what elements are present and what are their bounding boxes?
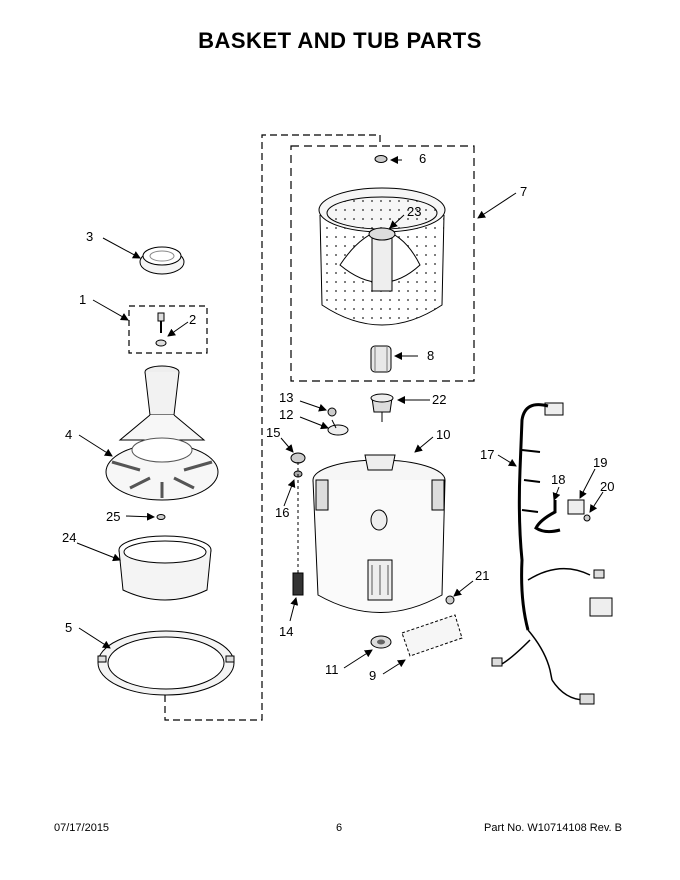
callout-12: 12 bbox=[279, 407, 293, 422]
wire-harness bbox=[491, 402, 613, 705]
callout-18: 18 bbox=[551, 472, 565, 487]
callout-13: 13 bbox=[279, 390, 293, 405]
footer-page-number: 6 bbox=[336, 822, 343, 834]
callout-19: 19 bbox=[593, 455, 607, 470]
pressure-valve bbox=[290, 452, 306, 575]
callout-14: 14 bbox=[279, 624, 293, 639]
footer-part-number: Part No. W10714108 Rev. B bbox=[484, 822, 622, 834]
callout-21: 21 bbox=[475, 568, 489, 583]
tub-seal bbox=[370, 635, 392, 649]
bolt-washer-dashed-box bbox=[128, 305, 208, 354]
callout-16: 16 bbox=[275, 505, 289, 520]
callout-6: 6 bbox=[419, 151, 426, 166]
agitator-cap bbox=[139, 246, 185, 275]
outer-tub bbox=[312, 454, 446, 613]
callout-4: 4 bbox=[65, 427, 72, 442]
callout-11: 11 bbox=[325, 662, 339, 677]
balance-ring bbox=[118, 535, 212, 601]
footer-date: 07/17/2015 bbox=[54, 822, 110, 834]
wash-basket bbox=[318, 187, 446, 326]
basket-nut-seal bbox=[374, 155, 388, 163]
callout-1: 1 bbox=[79, 292, 86, 307]
suspension-spring bbox=[292, 572, 304, 596]
callout-8: 8 bbox=[427, 348, 434, 363]
pressure-sensor bbox=[567, 499, 585, 515]
callout-arrows bbox=[76, 156, 604, 675]
callout-24: 24 bbox=[62, 530, 76, 545]
tub-seal-screw bbox=[327, 407, 337, 417]
drive-hub bbox=[370, 393, 394, 422]
callout-17: 17 bbox=[480, 447, 494, 462]
impeller bbox=[105, 365, 219, 501]
callout-20: 20 bbox=[600, 479, 614, 494]
page-title: BASKET AND TUB PARTS bbox=[198, 28, 482, 53]
sensor-screw bbox=[583, 514, 591, 522]
impeller-screw bbox=[156, 514, 166, 520]
basket-assembly-dashed-box bbox=[290, 145, 475, 382]
callout-3: 3 bbox=[86, 229, 93, 244]
callout-22: 22 bbox=[432, 392, 446, 407]
callout-9: 9 bbox=[369, 668, 376, 683]
callout-5: 5 bbox=[65, 620, 72, 635]
callout-7: 7 bbox=[520, 184, 527, 199]
heat-shield-plate bbox=[401, 614, 463, 657]
pressure-hose bbox=[534, 500, 561, 534]
callout-15: 15 bbox=[266, 425, 280, 440]
callout-2: 2 bbox=[189, 312, 196, 327]
tub-screw bbox=[445, 595, 455, 605]
tub-ring bbox=[97, 630, 235, 696]
callout-23: 23 bbox=[407, 204, 421, 219]
tub-bracket bbox=[327, 419, 349, 436]
callout-25: 25 bbox=[106, 509, 120, 524]
basket-hub bbox=[370, 345, 392, 373]
assembly-dashed-connector bbox=[164, 134, 381, 721]
bolt-and-washer bbox=[155, 312, 167, 347]
callout-10: 10 bbox=[436, 427, 450, 442]
